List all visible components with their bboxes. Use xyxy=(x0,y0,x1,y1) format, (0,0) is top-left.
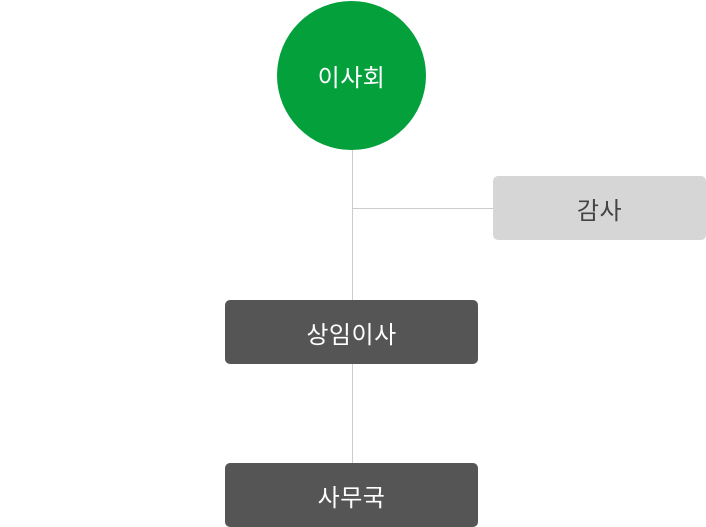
auditor-node: 감사 xyxy=(493,176,706,240)
board-node: 이사회 xyxy=(277,1,426,150)
board-label: 이사회 xyxy=(317,64,386,92)
auditor-label: 감사 xyxy=(576,196,623,225)
connector-to-auditor xyxy=(353,208,493,209)
connector-board-to-director xyxy=(352,150,353,300)
standing-director-node: 상임이사 xyxy=(225,300,478,364)
standing-director-label: 상임이사 xyxy=(306,320,397,349)
connector-director-to-secretariat xyxy=(352,364,353,463)
secretariat-label: 사무국 xyxy=(317,483,386,512)
secretariat-node: 사무국 xyxy=(225,463,478,527)
